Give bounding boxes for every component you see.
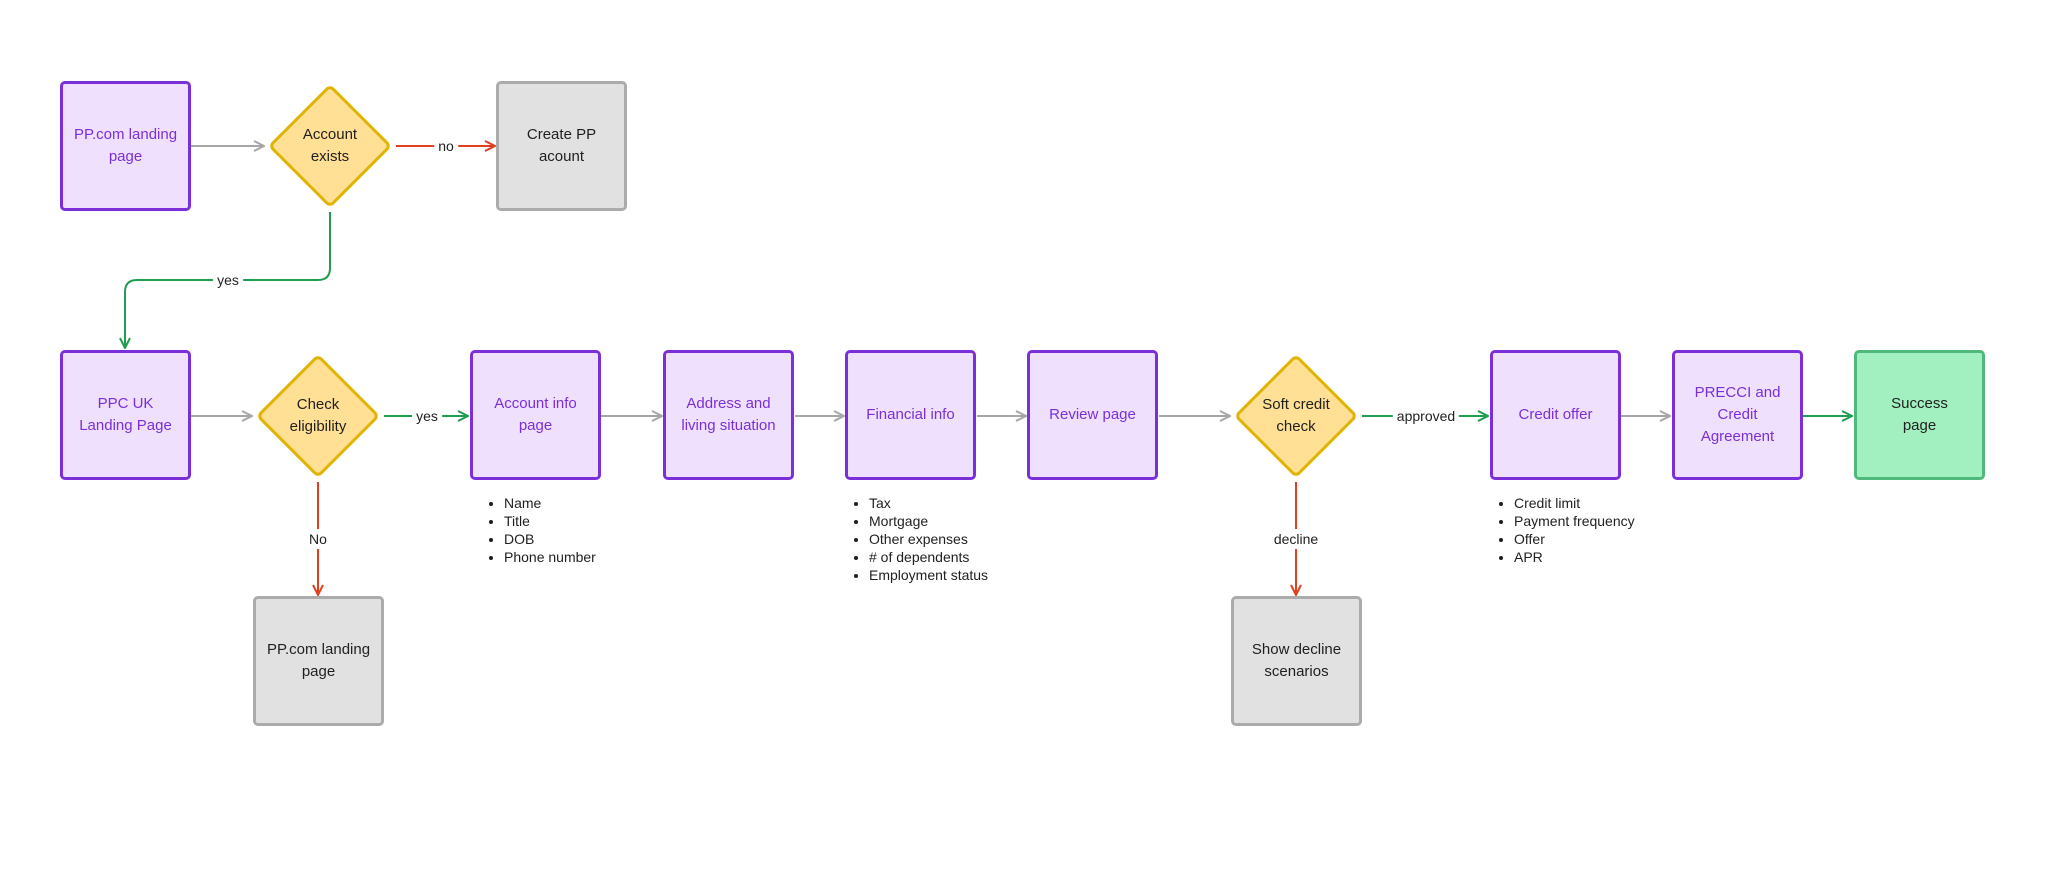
- node-credit-offer[interactable]: Credit offer: [1490, 350, 1621, 480]
- node-pp-landing-page[interactable]: PP.com landing page: [60, 81, 191, 211]
- node-financial-info[interactable]: Financial info: [845, 350, 976, 480]
- note-item: Tax: [869, 494, 988, 512]
- node-label: PPC UK Landing Page: [79, 395, 172, 434]
- note-item: Title: [504, 512, 596, 530]
- node-label: PP.com landing page: [73, 126, 178, 165]
- node-address-living-situation[interactable]: Address and living situation: [663, 350, 794, 480]
- note-item: Employment status: [869, 566, 988, 584]
- notes-financial-info: Tax Mortgage Other expenses # of depende…: [847, 494, 988, 584]
- edge-label-approved: approved: [1392, 406, 1460, 426]
- node-label: Success page: [1891, 395, 1948, 434]
- decision-account-exists[interactable]: Account exists: [264, 80, 396, 212]
- note-item: Payment frequency: [1514, 512, 1635, 530]
- node-create-pp-account[interactable]: Create PP acount: [496, 81, 627, 211]
- node-label: Show decline scenarios: [1251, 641, 1342, 680]
- node-ppc-uk-landing-page[interactable]: PPC UK Landing Page: [60, 350, 191, 480]
- note-item: Credit limit: [1514, 494, 1635, 512]
- edge-label-yes-account: yes: [213, 270, 243, 290]
- note-item: Offer: [1514, 530, 1635, 548]
- decision-soft-credit-check[interactable]: Soft credit check: [1230, 350, 1362, 482]
- node-label: Credit offer: [1518, 406, 1593, 423]
- note-item: APR: [1514, 548, 1635, 566]
- node-precci-credit-agreement[interactable]: PRECCI and Credit Agreement: [1672, 350, 1803, 480]
- node-show-decline-scenarios[interactable]: Show decline scenarios: [1231, 596, 1362, 726]
- node-label: Account info page: [494, 395, 577, 434]
- notes-account-info: Name Title DOB Phone number: [482, 494, 596, 566]
- note-item: Mortgage: [869, 512, 988, 530]
- node-pp-landing-page-declined[interactable]: PP.com landing page: [253, 596, 384, 726]
- node-label: PRECCI and Credit Agreement: [1694, 384, 1781, 445]
- node-success-page[interactable]: Success page: [1854, 350, 1985, 480]
- edge-label-no: no: [434, 136, 458, 156]
- note-item: DOB: [504, 530, 596, 548]
- node-label: Address and living situation: [681, 395, 776, 434]
- edge-label-yes-eligibility: yes: [412, 406, 442, 426]
- node-review-page[interactable]: Review page: [1027, 350, 1158, 480]
- node-label: Review page: [1049, 406, 1136, 423]
- note-item: # of dependents: [869, 548, 988, 566]
- note-item: Other expenses: [869, 530, 988, 548]
- edge-label-no-eligibility: No: [305, 529, 331, 549]
- notes-credit-offer: Credit limit Payment frequency Offer APR: [1492, 494, 1635, 566]
- node-label: Financial info: [866, 406, 955, 423]
- node-account-info-page[interactable]: Account info page: [470, 350, 601, 480]
- node-label: Create PP acount: [526, 126, 597, 165]
- decision-label: Account exists: [302, 126, 358, 165]
- note-item: Name: [504, 494, 596, 512]
- decision-check-eligibility[interactable]: Check eligibility: [252, 350, 384, 482]
- decision-label: Soft credit check: [1262, 396, 1330, 435]
- node-label: PP.com landing page: [266, 641, 371, 680]
- note-item: Phone number: [504, 548, 596, 566]
- decision-label: Check eligibility: [289, 396, 347, 435]
- edge-label-decline: decline: [1269, 529, 1323, 549]
